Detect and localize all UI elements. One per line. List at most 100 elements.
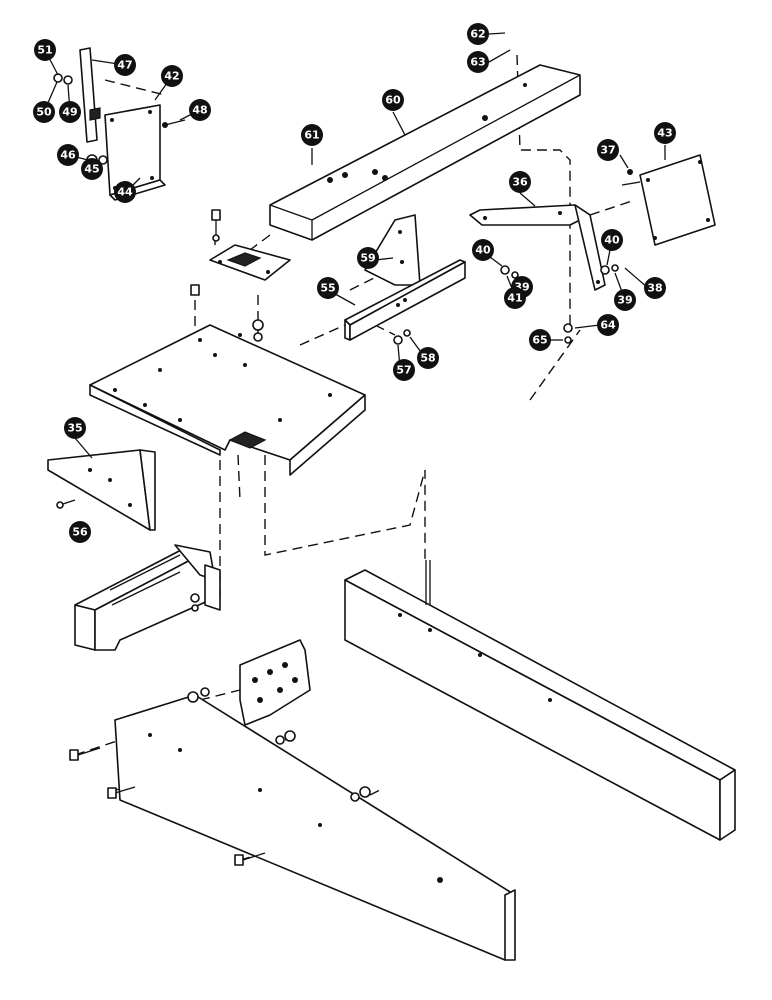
top-crossbeam — [269, 64, 581, 241]
left-gusset — [47, 449, 156, 531]
callout-46: 46 — [57, 144, 79, 166]
callout-badge — [382, 89, 404, 111]
callout-badge — [601, 229, 623, 251]
callout-label: 59 — [360, 252, 375, 265]
callout-label: 49 — [62, 106, 77, 119]
callout-label: 51 — [37, 44, 52, 57]
callout-label: 56 — [72, 526, 88, 539]
callout-badge — [357, 247, 379, 269]
left-frame-rail — [114, 694, 516, 961]
callout-36: 36 — [509, 171, 531, 193]
callout-56: 56 — [69, 521, 91, 543]
small-l-bracket — [209, 209, 291, 281]
callout-49: 49 — [59, 101, 81, 123]
callout-badge — [161, 65, 183, 87]
step-bracket-assembly — [74, 544, 221, 651]
callout-badge — [597, 314, 619, 336]
callout-40: 40 — [601, 229, 623, 251]
callout-badge — [69, 521, 91, 543]
callout-badge — [64, 417, 86, 439]
callout-badge — [114, 181, 136, 203]
callout-label: 41 — [507, 292, 522, 305]
callout-badge — [509, 171, 531, 193]
callout-58: 58 — [417, 347, 439, 369]
callout-label: 58 — [420, 352, 435, 365]
callout-label: 61 — [304, 129, 319, 142]
callout-35: 35 — [64, 417, 86, 439]
callout-label: 55 — [320, 282, 335, 295]
callout-badge — [317, 277, 339, 299]
callout-label: 40 — [604, 234, 620, 247]
callout-badge — [597, 139, 619, 161]
main-deck-plate — [89, 284, 366, 476]
callout-label: 46 — [60, 149, 76, 162]
callout-42: 42 — [161, 65, 183, 87]
callout-43: 43 — [654, 122, 676, 144]
callout-label: 38 — [647, 282, 662, 295]
callout-60: 60 — [382, 89, 404, 111]
callout-label: 62 — [470, 28, 485, 41]
callout-badge — [472, 239, 494, 261]
callout-62: 62 — [467, 23, 489, 45]
callout-label: 36 — [512, 176, 528, 189]
right-frame-rail — [344, 560, 736, 841]
callout-badge — [529, 329, 551, 351]
perforated-mounting-bracket — [187, 639, 311, 745]
callout-63: 63 — [467, 51, 489, 73]
cover-plate-right — [621, 154, 716, 246]
callout-badge — [81, 158, 103, 180]
callout-label: 40 — [475, 244, 491, 257]
callout-51: 51 — [34, 39, 56, 61]
callout-37: 37 — [597, 139, 619, 161]
upper-left-bracket-plate — [53, 47, 186, 201]
callout-badge — [114, 54, 136, 76]
callout-44: 44 — [114, 181, 136, 203]
callout-label: 64 — [600, 319, 616, 332]
callout-badge — [467, 51, 489, 73]
callout-50: 50 — [33, 101, 55, 123]
callout-badge — [34, 39, 56, 61]
callout-label: 39 — [617, 294, 632, 307]
callout-45: 45 — [81, 158, 103, 180]
callout-badge — [614, 289, 636, 311]
callout-61: 61 — [301, 124, 323, 146]
callout-59: 59 — [357, 247, 379, 269]
callout-label: 48 — [192, 104, 207, 117]
callout-badge — [504, 287, 526, 309]
callout-badge — [393, 359, 415, 381]
callout-label: 45 — [84, 163, 99, 176]
callout-64: 64 — [597, 314, 619, 336]
loose-bolts — [69, 747, 371, 866]
callout-57: 57 — [393, 359, 415, 381]
callout-label: 37 — [600, 144, 615, 157]
callout-badge — [57, 144, 79, 166]
callout-41: 41 — [504, 287, 526, 309]
callout-label: 63 — [470, 56, 485, 69]
callout-label: 43 — [657, 127, 672, 140]
callout-layer: 51 47 42 50 49 48 46 45 44 62 63 60 61 37 43 36 59 40 39 41… — [33, 23, 676, 543]
callout-40: 40 — [472, 239, 494, 261]
callout-47: 47 — [114, 54, 136, 76]
callout-label: 44 — [117, 186, 133, 199]
callout-55: 55 — [317, 277, 339, 299]
callout-label: 60 — [385, 94, 401, 107]
callout-label: 35 — [67, 422, 82, 435]
callout-label: 65 — [532, 334, 547, 347]
channel-bar — [344, 259, 466, 345]
callout-badge — [644, 277, 666, 299]
callout-badge — [467, 23, 489, 45]
callout-badge — [417, 347, 439, 369]
callout-39: 39 — [614, 289, 636, 311]
callout-badge — [33, 101, 55, 123]
callout-label: 50 — [36, 106, 52, 119]
callout-label: 57 — [396, 364, 411, 377]
callout-38: 38 — [644, 277, 666, 299]
angle-bracket — [469, 204, 619, 344]
callout-label: 42 — [164, 70, 179, 83]
callout-badge — [189, 99, 211, 121]
callout-badge — [59, 101, 81, 123]
callout-label: 47 — [117, 59, 132, 72]
callout-65: 65 — [529, 329, 551, 351]
callout-badge — [654, 122, 676, 144]
